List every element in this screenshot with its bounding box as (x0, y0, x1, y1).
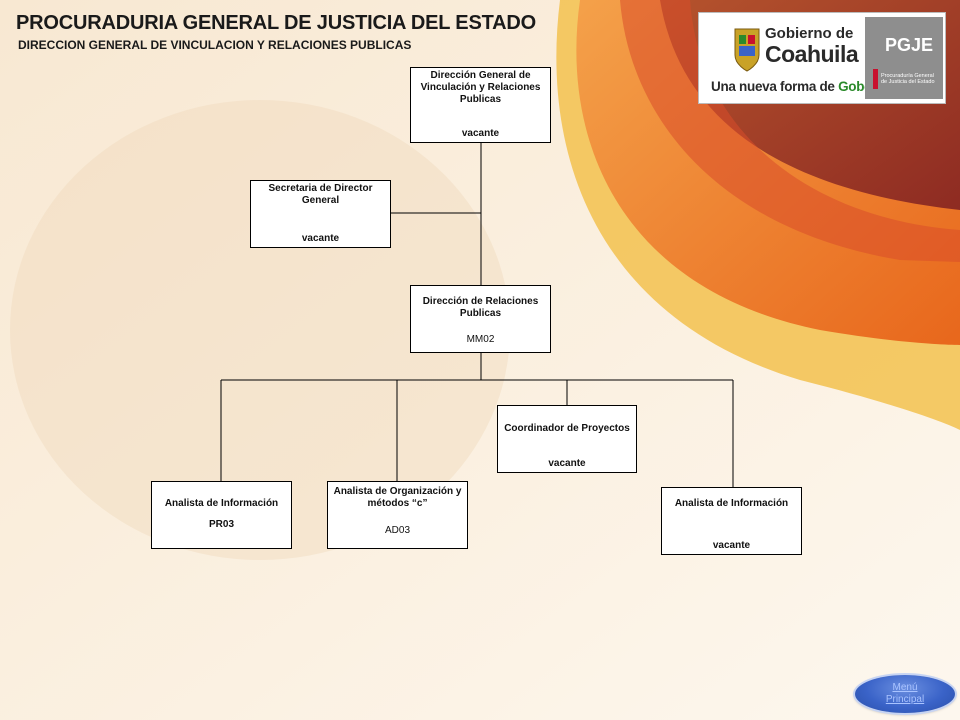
relations-director-box: Dirección de Relaciones Publicas MM02 (410, 285, 551, 353)
box-code: MM02 (466, 334, 495, 345)
government-logo: Gobierno de Coahuila Una nueva forma de … (698, 12, 946, 104)
box-title: Analista de Organización y métodos “c” (333, 486, 462, 509)
coahuila-logo: Gobierno de Coahuila Una nueva forma de … (699, 13, 897, 105)
box-title: Secretaria de Director General (268, 183, 373, 206)
box-title: Coordinador de Proyectos (504, 423, 630, 434)
coordinator-box: Coordinador de Proyectos vacante (497, 405, 637, 473)
slogan-part-a: Una nueva forma de (711, 79, 839, 94)
pgje-badge: PGJE Procuraduría General de Justicia de… (865, 17, 943, 99)
analyst-org-methods-box: Analista de Organización y métodos “c” A… (327, 481, 468, 549)
analyst-info-box-2: Analista de Información vacante (661, 487, 802, 555)
main-menu-link[interactable]: Menú Principal (885, 682, 925, 705)
box-code: vacante (301, 233, 340, 244)
box-code: vacante (548, 458, 586, 469)
main-menu-button[interactable]: Menú Principal (855, 675, 955, 713)
box-title: Dirección de Relaciones Publicas (422, 296, 539, 319)
page-subtitle: DIRECCION GENERAL DE VINCULACION Y RELAC… (18, 38, 412, 52)
analyst-info-box-1: Analista de Información PR03 (151, 481, 292, 549)
box-code: vacante (461, 128, 500, 139)
box-code: vacante (712, 540, 751, 551)
pgje-accent-bar (873, 69, 878, 89)
box-title: Analista de Información (674, 498, 789, 509)
pgje-badge-subtitle: Procuraduría General de Justicia del Est… (881, 73, 935, 85)
box-title: Dirección General de Vinculación y Relac… (420, 70, 541, 105)
box-code: PR03 (208, 519, 234, 530)
coahuila-seal-icon (734, 28, 760, 72)
logo-line1: Gobierno de (765, 25, 854, 42)
logo-line2: Coahuila (765, 41, 859, 67)
box-title: Analista de Información (164, 498, 279, 509)
director-general-box: Dirección General de Vinculación y Relac… (410, 67, 551, 143)
secretary-box: Secretaria de Director General vacante (250, 180, 391, 248)
page-title: PROCURADURIA GENERAL DE JUSTICIA DEL EST… (16, 12, 536, 34)
pgje-badge-text: PGJE (885, 35, 934, 55)
box-code: AD03 (384, 525, 410, 536)
